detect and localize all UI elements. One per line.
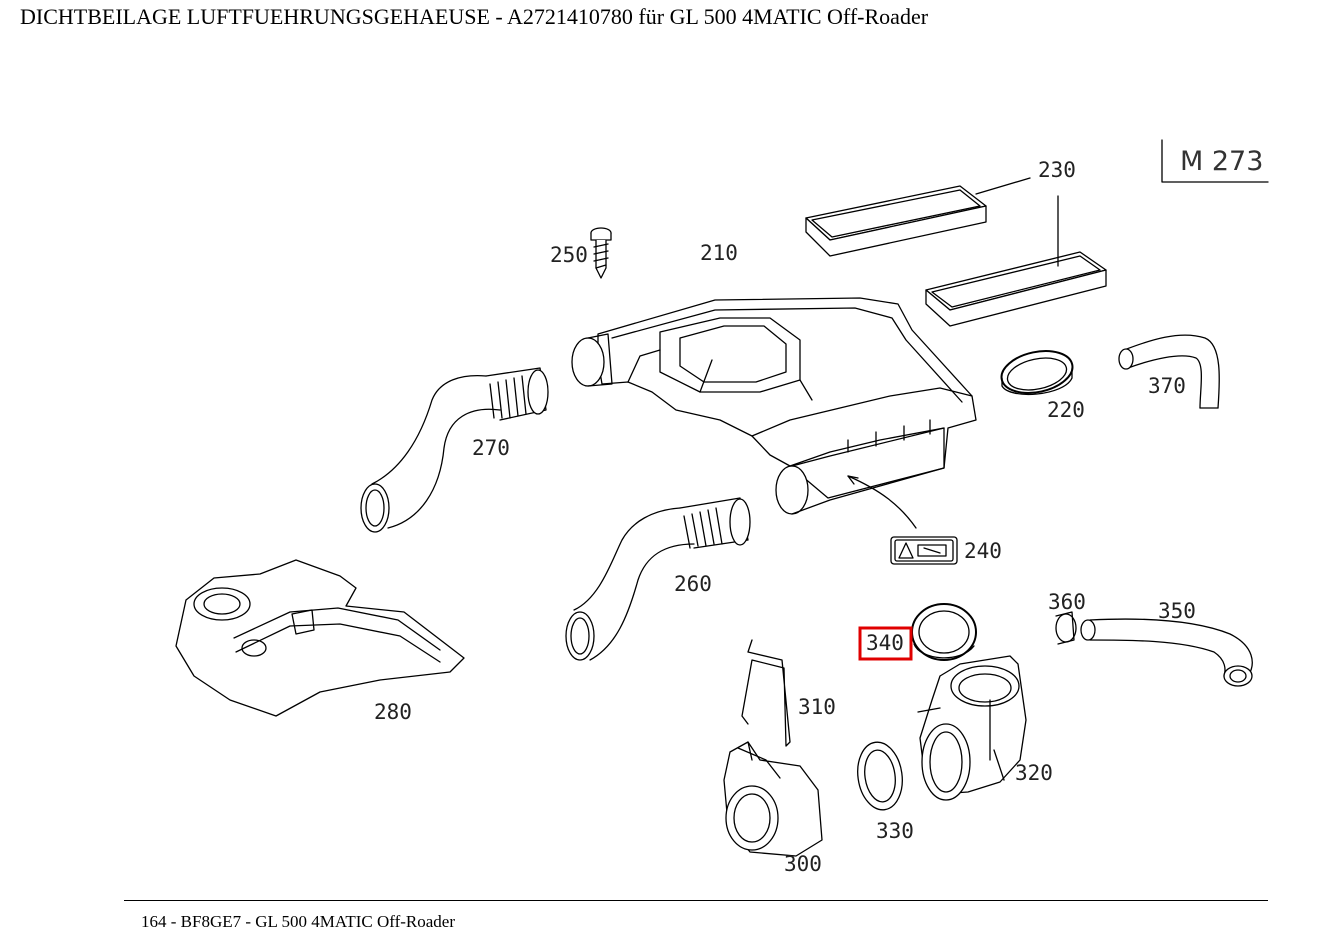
part-360-clamp[interactable] — [1055, 611, 1077, 645]
label-350[interactable]: 350 — [1158, 599, 1196, 623]
label-280[interactable]: 280 — [374, 700, 412, 724]
label-270[interactable]: 270 — [472, 436, 510, 460]
label-260[interactable]: 260 — [674, 572, 712, 596]
part-300-air-mass-meter[interactable] — [723, 741, 823, 857]
label-370[interactable]: 370 — [1148, 374, 1186, 398]
part-240-warning-label[interactable] — [847, 475, 958, 565]
label-250[interactable]: 250 — [550, 243, 588, 267]
part-310-gasket[interactable] — [741, 639, 791, 747]
model-code: M 273 — [1180, 146, 1263, 177]
label-320[interactable]: 320 — [1015, 761, 1053, 785]
label-310[interactable]: 310 — [798, 695, 836, 719]
highlight-box-340 — [858, 626, 913, 661]
label-300[interactable]: 300 — [784, 852, 822, 876]
label-230[interactable]: 230 — [1038, 158, 1076, 182]
part-340-seal[interactable] — [911, 603, 977, 661]
label-220[interactable]: 220 — [1047, 398, 1085, 422]
label-360[interactable]: 360 — [1048, 590, 1086, 614]
part-330-ring[interactable] — [853, 739, 906, 812]
label-330[interactable]: 330 — [876, 819, 914, 843]
part-230-air-filter[interactable] — [805, 177, 1107, 327]
footer-caption: 164 - BF8GE7 - GL 500 4MATIC Off-Roader — [141, 912, 455, 931]
footer-divider — [124, 900, 1268, 901]
label-210[interactable]: 210 — [700, 241, 738, 265]
part-210-air-filter-housing[interactable] — [571, 297, 977, 515]
label-240[interactable]: 240 — [964, 539, 1002, 563]
part-260-intake-duct[interactable] — [565, 497, 751, 661]
part-370-hose[interactable] — [1118, 334, 1220, 409]
part-320-air-duct[interactable] — [917, 655, 1027, 801]
part-220-seal-ring[interactable] — [998, 345, 1077, 399]
part-280-engine-cover[interactable] — [175, 559, 465, 717]
part-270-intake-duct[interactable] — [360, 367, 549, 533]
page-title: DICHTBEILAGE LUFTFUEHRUNGSGEHAEUSE - A27… — [20, 4, 929, 29]
model-box: M 273 — [1161, 139, 1269, 183]
part-250-screw[interactable] — [590, 227, 612, 279]
part-350-hose[interactable] — [1080, 618, 1253, 687]
label-340[interactable]: 340 — [866, 631, 904, 655]
